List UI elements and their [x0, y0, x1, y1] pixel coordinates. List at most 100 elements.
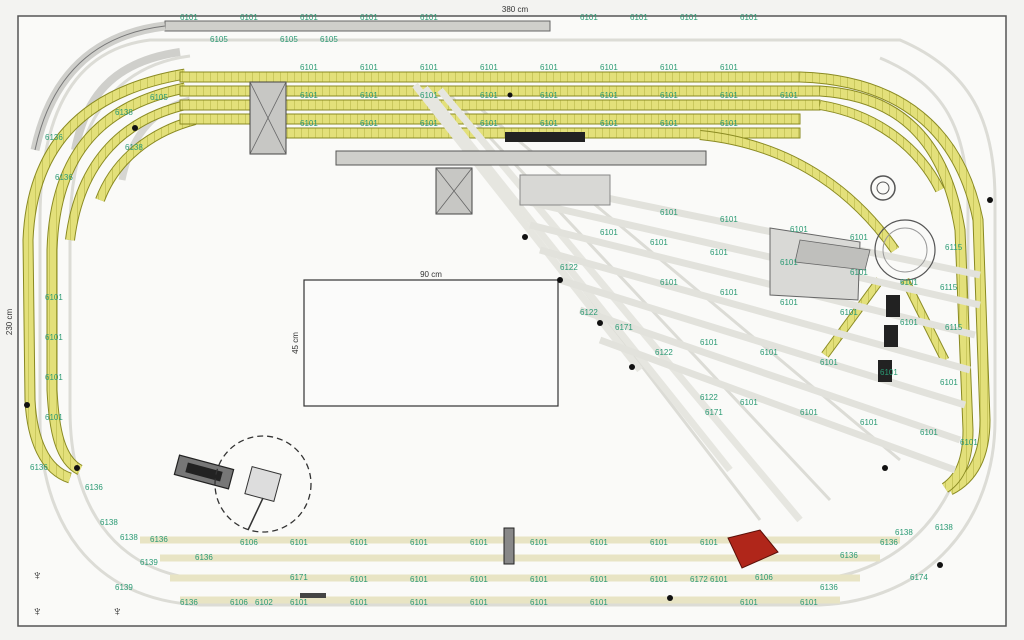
track-part-label: 6101 — [780, 258, 798, 267]
track-part-label: 6101 — [720, 215, 738, 224]
track-part-label: 6101 — [45, 293, 63, 302]
track-part-label: 6106 — [230, 598, 248, 607]
track-part-label: 6101 — [720, 288, 738, 297]
track-part-label: 6101 — [650, 538, 668, 547]
track-part-label: 6101 — [45, 333, 63, 342]
track-part-label: 6101 — [350, 538, 368, 547]
tree-icons: ♆ ♆ ♆ — [32, 567, 123, 619]
track-part-label: 6138 — [935, 523, 953, 532]
track-part-label: 6122 — [560, 263, 578, 272]
track-part-label: 6101 — [900, 278, 918, 287]
track-part-label: 6101 — [470, 598, 488, 607]
track-part-label: 6101 — [860, 418, 878, 427]
crane-radius — [214, 435, 312, 533]
tree-icon: ♆ — [32, 603, 43, 619]
track-part-label: 6136 — [880, 538, 898, 547]
track-part-label: 6136 — [840, 551, 858, 560]
track-part-label: 6101 — [660, 278, 678, 287]
track-part-label: 6171 — [290, 573, 308, 582]
track-part-label: 6101 — [780, 298, 798, 307]
track-part-label: 6138 — [115, 108, 133, 117]
track-part-label: 6115 — [945, 323, 963, 332]
track-part-labels: 6101 6101 6101 6101 6101 6101 6101 6101 6101 6101… — [30, 13, 978, 607]
track-part-label: 6101 — [650, 238, 668, 247]
track-part-label: 6136 — [55, 173, 73, 182]
buffer-stop — [503, 527, 515, 565]
track-part-label: 6101 — [350, 598, 368, 607]
track-part-label: 6101 — [360, 119, 378, 128]
main-yellow-track — [22, 68, 991, 495]
track-part-label: 6101 — [800, 408, 818, 417]
engine-shed-area — [769, 175, 936, 382]
track-part-label: 6101 — [660, 119, 678, 128]
track-part-label: 6122 — [655, 348, 673, 357]
track-part-label: 6101 — [630, 13, 648, 22]
track-part-label: 6136 — [30, 463, 48, 472]
track-part-label: 6101 — [420, 13, 438, 22]
track-part-label: 6122 — [580, 308, 598, 317]
locomotive-left — [173, 454, 235, 490]
track-part-label: 6101 — [740, 598, 758, 607]
track-part-label: 6105 — [150, 93, 168, 102]
track-part-label: 6101 — [660, 91, 678, 100]
track-part-label: 6101 — [850, 268, 868, 277]
track-part-label: 6101 — [480, 119, 498, 128]
track-part-label: 6101 — [900, 318, 918, 327]
track-part-label: 6102 — [255, 598, 273, 607]
track-part-label: 6101 — [300, 63, 318, 72]
height-dimension-label: 230 cm — [5, 309, 14, 336]
track-part-label: 6101 — [740, 398, 758, 407]
track-part-label: 6101 — [480, 91, 498, 100]
track-part-label: 6101 — [540, 119, 558, 128]
upper-grey-track — [164, 20, 551, 32]
track-part-label: 6138 — [100, 518, 118, 527]
track-part-label: 6101 — [850, 233, 868, 242]
yard-fan — [519, 176, 981, 474]
tree-icon: ♆ — [32, 567, 43, 583]
track-part-label: 6101 — [540, 63, 558, 72]
loading-ramp — [519, 174, 611, 206]
track-part-label: 6101 — [360, 13, 378, 22]
track-part-label: 6101 — [410, 598, 428, 607]
track-part-label: 6101 — [760, 348, 778, 357]
track-part-label: 6101 — [470, 575, 488, 584]
track-part-label: 6138 — [125, 143, 143, 152]
track-part-label: 6106 — [755, 573, 773, 582]
track-part-label: 6138 — [895, 528, 913, 537]
track-part-label: 6101 — [480, 63, 498, 72]
track-part-label: 6101 — [720, 119, 738, 128]
track-part-label: 6101 — [660, 63, 678, 72]
track-part-label: 6101 — [300, 91, 318, 100]
track-part-label: 6101 — [700, 538, 718, 547]
track-part-label: 6171 — [615, 323, 633, 332]
track-part-label: 6101 — [600, 91, 618, 100]
track-part-label: 6105 — [280, 35, 298, 44]
track-part-label: 6101 — [300, 119, 318, 128]
track-part-label: 6101 — [530, 598, 548, 607]
track-part-label: 6115 — [945, 243, 963, 252]
track-part-label: 6101 — [680, 13, 698, 22]
track-part-label: 6101 — [600, 119, 618, 128]
track-part-label: 6136 — [180, 598, 198, 607]
tree-icon: ♆ — [112, 603, 123, 619]
center-box-height-label: 45 cm — [291, 332, 300, 354]
track-part-label: 6172 — [690, 575, 708, 584]
track-part-label: 6105 — [320, 35, 338, 44]
crane-base — [244, 465, 282, 503]
track-part-label: 6101 — [940, 378, 958, 387]
station-platform — [335, 150, 707, 166]
width-dimension-label: 380 cm — [502, 5, 529, 14]
track-part-label: 6101 — [180, 13, 198, 22]
track-part-label: 6101 — [420, 91, 438, 100]
track-part-label: 6115 — [940, 283, 958, 292]
track-part-label: 6101 — [660, 208, 678, 217]
track-part-label: 6101 — [410, 575, 428, 584]
platform-block — [505, 132, 585, 142]
center-box-width-label: 90 cm — [420, 270, 442, 279]
track-part-label: 6138 — [120, 533, 138, 542]
track-part-label: 6101 — [740, 13, 758, 22]
track-part-label: 6101 — [290, 598, 308, 607]
track-part-label: 6101 — [290, 538, 308, 547]
track-part-label: 6101 — [420, 63, 438, 72]
